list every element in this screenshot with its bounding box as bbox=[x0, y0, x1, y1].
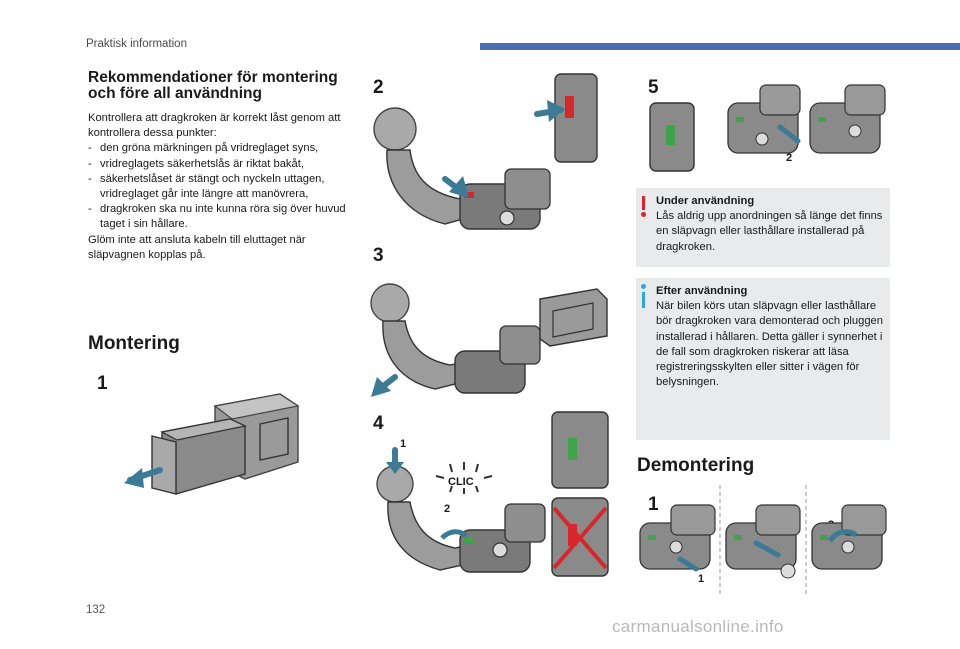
demontering-sub-1: 1 bbox=[698, 573, 705, 585]
warning-icon-dot bbox=[641, 212, 646, 217]
info-icon bbox=[642, 292, 645, 308]
info-box: Efter användning När bilen körs utan slä… bbox=[636, 278, 890, 440]
step-4-illustration bbox=[376, 447, 546, 573]
intro-lead: Kontrollera att dragkroken är korrekt lå… bbox=[88, 112, 341, 140]
step-1-illustration bbox=[124, 393, 300, 495]
step-3-number: 3 bbox=[373, 245, 384, 266]
step-1-number: 1 bbox=[97, 373, 108, 394]
step-5-sub-2: 2 bbox=[786, 152, 793, 164]
checklist-item: -vridreglagets säkerhetslås är riktat ba… bbox=[88, 157, 304, 170]
watermark: carmanualsonline.info bbox=[612, 617, 784, 636]
info-title: Efter användning bbox=[656, 285, 748, 297]
warning-text: Lås aldrig upp anordningen så länge det … bbox=[656, 210, 883, 253]
warning-title: Under användning bbox=[656, 195, 755, 207]
step-4-sub-2: 2 bbox=[444, 503, 451, 515]
checklist-item: -dragkroken ska nu inte kunna röra sig ö… bbox=[88, 203, 346, 231]
intro-title: Rekommendationer för montering och före … bbox=[88, 69, 338, 102]
intro-body: Kontrollera att dragkroken är korrekt lå… bbox=[88, 111, 358, 263]
header-accent-bar bbox=[480, 43, 960, 50]
demontering-step-1-number: 1 bbox=[648, 494, 659, 515]
warning-icon bbox=[642, 196, 645, 210]
intro-closing: Glöm inte att ansluta kabeln till elutta… bbox=[88, 233, 306, 261]
step-2-illustration bbox=[373, 73, 598, 230]
step-4-sub-1: 1 bbox=[400, 438, 407, 450]
step-5-number: 5 bbox=[648, 77, 659, 98]
montering-title: Montering bbox=[88, 333, 180, 354]
checklist-item: -säkerhetslåset är stängt och nyckeln ut… bbox=[88, 172, 325, 201]
step-3-illustration bbox=[370, 283, 608, 397]
page-number: 132 bbox=[86, 604, 106, 616]
step-4-number: 4 bbox=[373, 413, 384, 434]
warning-box: Under användning Lås aldrig upp anordnin… bbox=[636, 188, 890, 267]
info-icon-dot bbox=[641, 284, 646, 289]
checklist-item: -den gröna märkningen på vridreglaget sy… bbox=[88, 142, 319, 155]
info-text: När bilen körs utan släpvagn eller lasth… bbox=[656, 300, 884, 389]
section-label: Praktisk information bbox=[86, 38, 187, 50]
demontering-illustration bbox=[639, 485, 887, 595]
step-2-number: 2 bbox=[373, 77, 384, 98]
step-5-illustration bbox=[649, 84, 886, 172]
demontering-title: Demontering bbox=[637, 455, 755, 476]
clic-label: CLIC bbox=[448, 476, 474, 488]
step-4-detail-illustration bbox=[551, 411, 609, 577]
